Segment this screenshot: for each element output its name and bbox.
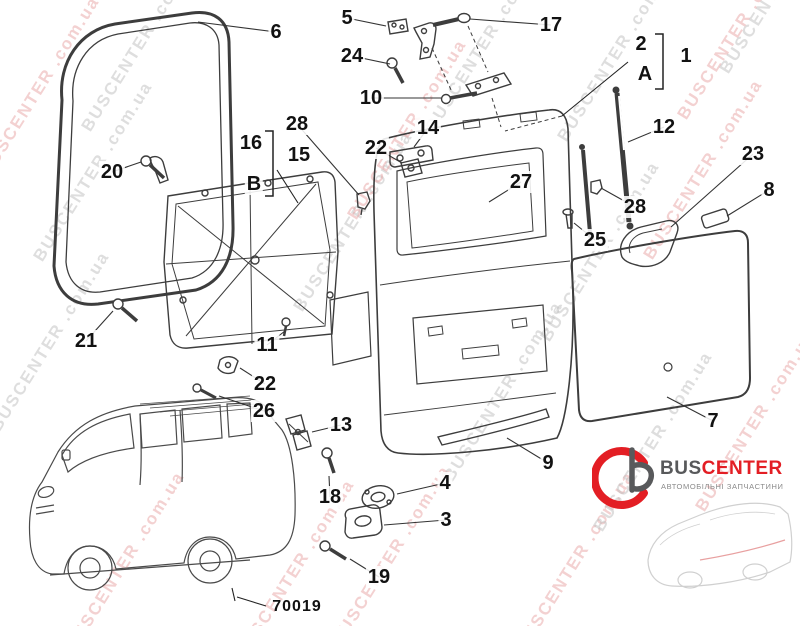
callout-5[interactable]: 5 bbox=[339, 7, 355, 29]
callout-21[interactable]: 21 bbox=[72, 330, 100, 352]
leader-line bbox=[383, 519, 447, 526]
part-spoiler bbox=[436, 408, 550, 446]
callout-23[interactable]: 23 bbox=[739, 143, 767, 165]
buscenter-logo[interactable]: BUSCENTER АВТОМОБІЛЬНІ ЗАПЧАСТИНИ bbox=[592, 438, 800, 518]
callout-15[interactable]: 15 bbox=[285, 144, 313, 166]
callout-12[interactable]: 12 bbox=[650, 116, 678, 138]
callout-13[interactable]: 13 bbox=[327, 414, 355, 436]
callout-8[interactable]: 8 bbox=[761, 179, 777, 201]
part-trim-panel bbox=[163, 171, 372, 366]
callout-16[interactable]: 16 bbox=[237, 132, 265, 154]
leader-line bbox=[197, 21, 277, 33]
leader-line bbox=[469, 18, 552, 26]
callout-A[interactable]: A bbox=[635, 63, 655, 85]
logo-text: BUSCENTER bbox=[660, 458, 783, 480]
logo-tagline: АВТОМОБІЛЬНІ ЗАПЧАСТИНИ bbox=[661, 482, 784, 491]
callout-22[interactable]: 22 bbox=[251, 373, 279, 395]
callout-1[interactable]: 1 bbox=[678, 45, 694, 67]
logo-vehicle-sketch bbox=[647, 502, 793, 589]
callout-22[interactable]: 22 bbox=[362, 137, 390, 159]
callout-14[interactable]: 14 bbox=[414, 117, 442, 139]
callout-26[interactable]: 26 bbox=[250, 400, 278, 422]
callout-2[interactable]: 2 bbox=[633, 33, 649, 55]
assembly-dashed-lines bbox=[431, 25, 563, 132]
callout-28[interactable]: 28 bbox=[621, 196, 649, 218]
diagram-number: 70019 bbox=[272, 598, 322, 615]
callout-24[interactable]: 24 bbox=[338, 45, 366, 67]
logo-text-bus: BUS bbox=[660, 458, 702, 479]
callout-9[interactable]: 9 bbox=[540, 452, 556, 474]
callout-27[interactable]: 27 bbox=[507, 171, 535, 193]
callout-25[interactable]: 25 bbox=[581, 229, 609, 251]
callout-20[interactable]: 20 bbox=[98, 161, 126, 183]
callout-6[interactable]: 6 bbox=[268, 21, 284, 43]
callout-28[interactable]: 28 bbox=[283, 113, 311, 135]
leader-line bbox=[296, 123, 360, 196]
callout-brackets bbox=[231, 33, 664, 607]
callout-B[interactable]: B bbox=[244, 173, 264, 195]
callout-7[interactable]: 7 bbox=[705, 410, 721, 432]
callout-19[interactable]: 19 bbox=[365, 566, 393, 588]
callout-4[interactable]: 4 bbox=[437, 472, 453, 494]
part-rear-glass bbox=[570, 229, 752, 423]
logo-text-center: CENTER bbox=[701, 458, 783, 479]
callout-11[interactable]: 11 bbox=[254, 334, 280, 356]
callout-10[interactable]: 10 bbox=[357, 87, 385, 109]
leader-line bbox=[396, 482, 446, 495]
leader-line bbox=[666, 396, 714, 422]
buscenter-logo-icon bbox=[592, 447, 655, 509]
leader-line bbox=[670, 153, 754, 228]
callout-17[interactable]: 17 bbox=[537, 14, 565, 36]
callout-18[interactable]: 18 bbox=[316, 486, 344, 508]
part-window-seal bbox=[52, 10, 235, 306]
part-tailgate-door bbox=[373, 108, 574, 456]
callout-3[interactable]: 3 bbox=[438, 509, 454, 531]
part-small-hardware bbox=[112, 12, 730, 561]
